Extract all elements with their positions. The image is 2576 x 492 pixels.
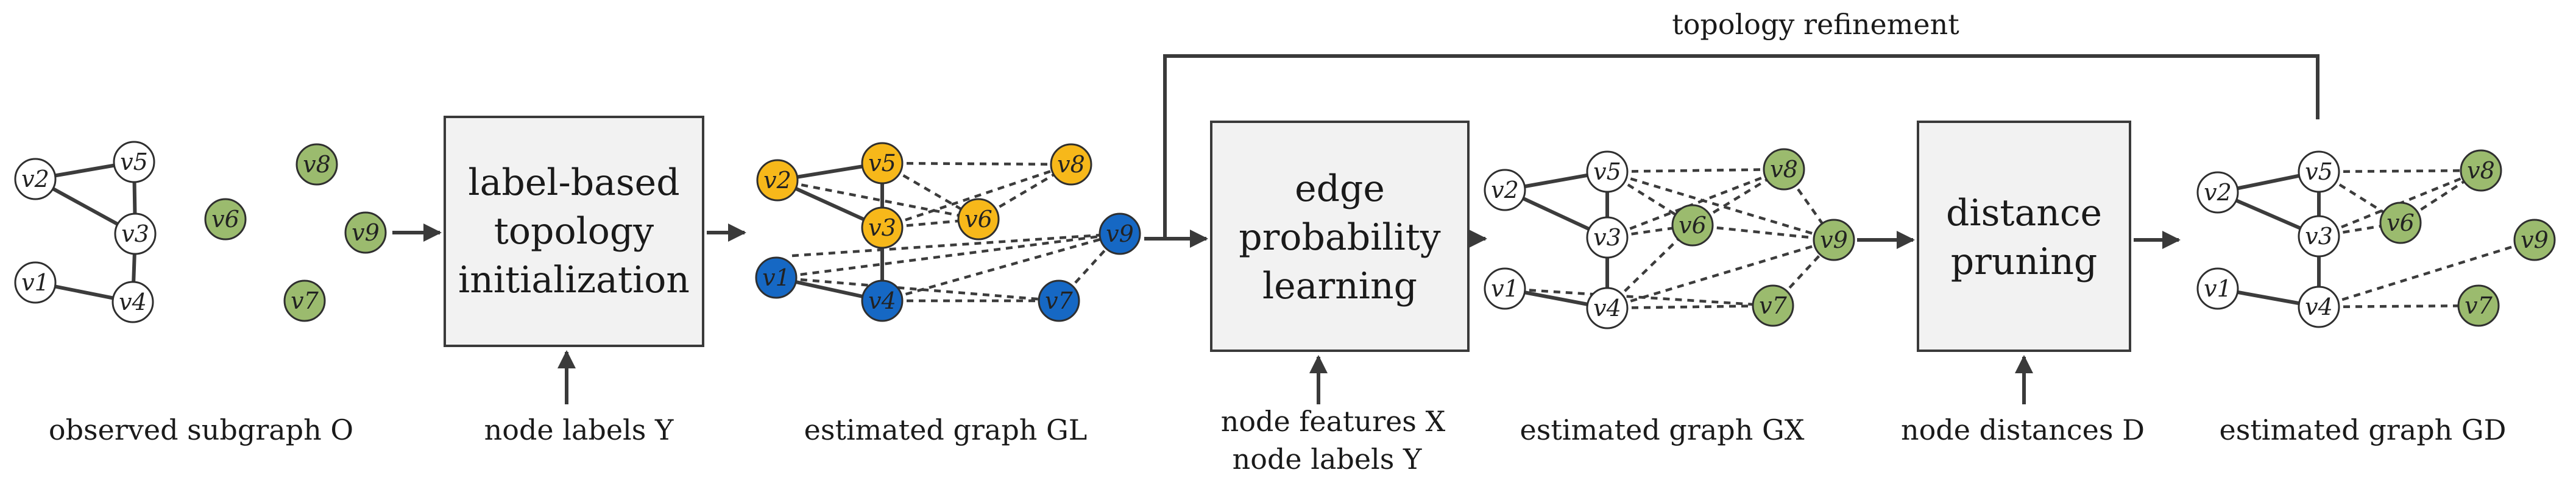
node-v6: v6	[957, 198, 1000, 241]
prune-input-label: node distances D	[1901, 413, 2145, 446]
node-v7: v7	[2457, 284, 2500, 327]
node-v4: v4	[1586, 287, 1629, 329]
svg-text:v8: v8	[1770, 156, 1798, 183]
node-v9: v9	[344, 211, 387, 254]
node-v6: v6	[2379, 202, 2422, 244]
node-v3: v3	[1586, 216, 1629, 259]
svg-text:v7: v7	[2465, 292, 2493, 319]
svg-text:v1: v1	[1491, 275, 1519, 302]
svg-text:v7: v7	[291, 287, 319, 314]
node-v5: v5	[1586, 150, 1629, 193]
node-v4: v4	[861, 279, 904, 322]
node-v5: v5	[861, 142, 904, 184]
node-v8: v8	[1050, 143, 1092, 186]
node-v6: v6	[204, 198, 247, 241]
graph-gx: v2 v5 v3 v1 v4 v6 v8 v9 v7	[1484, 148, 1855, 329]
node-v1: v1	[1484, 267, 1526, 310]
svg-text:topology: topology	[494, 210, 654, 253]
svg-text:v6: v6	[1679, 212, 1707, 239]
node-v6: v6	[1671, 204, 1714, 247]
node-v3: v3	[114, 213, 157, 255]
svg-text:v4: v4	[2305, 293, 2333, 320]
observed-subgraph: v2 v5 v3 v1 v4 v8 v6 v9 v7	[14, 141, 387, 323]
svg-text:distance: distance	[1946, 192, 2102, 234]
svg-text:v4: v4	[1593, 295, 1621, 322]
svg-text:v2: v2	[21, 166, 49, 192]
node-v9: v9	[2513, 219, 2556, 261]
node-v3: v3	[2298, 215, 2340, 258]
node-v3: v3	[861, 206, 904, 249]
gx-caption: estimated graph GX	[1520, 413, 1805, 446]
svg-text:v8: v8	[303, 151, 331, 178]
svg-text:v3: v3	[868, 214, 896, 241]
svg-text:v4: v4	[119, 289, 147, 315]
node-v1: v1	[2196, 267, 2239, 310]
svg-text:v1: v1	[21, 269, 49, 296]
svg-text:v2: v2	[763, 167, 791, 194]
svg-text:probability: probability	[1239, 216, 1440, 259]
svg-text:v6: v6	[964, 206, 993, 233]
node-v2: v2	[14, 158, 57, 200]
graph-gd: v2 v5 v3 v1 v4 v6 v8 v9 v7	[2196, 149, 2556, 328]
svg-text:v3: v3	[121, 220, 149, 247]
gl-caption: estimated graph GL	[804, 413, 1088, 446]
svg-text:v5: v5	[868, 150, 896, 177]
node-v5: v5	[2298, 150, 2340, 193]
svg-text:v5: v5	[1593, 158, 1621, 185]
node-v2: v2	[756, 159, 799, 202]
init-input-label: node labels Y	[484, 413, 674, 446]
init-step-box: label-based topology initialization	[444, 116, 704, 347]
node-v8: v8	[1763, 148, 1805, 191]
svg-text:edge: edge	[1295, 167, 1385, 210]
svg-text:v9: v9	[1106, 220, 1134, 247]
svg-text:v1: v1	[762, 264, 790, 291]
svg-text:v4: v4	[868, 287, 896, 314]
svg-text:v8: v8	[2467, 157, 2495, 184]
observed-caption: observed subgraph O	[49, 413, 353, 446]
svg-text:v1: v1	[2204, 275, 2232, 302]
gd-caption: estimated graph GD	[2219, 413, 2506, 446]
prune-step-box: distance pruning	[1917, 121, 2131, 352]
svg-text:v9: v9	[2521, 227, 2549, 253]
node-v1: v1	[755, 256, 798, 299]
svg-text:label-based: label-based	[468, 161, 679, 204]
edge-input-label-1: node features X	[1221, 405, 1446, 438]
edge-step-box: edge probability learning	[1210, 121, 1470, 352]
node-v7: v7	[1752, 284, 1794, 327]
svg-text:v8: v8	[1057, 151, 1085, 178]
node-v8: v8	[295, 143, 338, 186]
svg-text:v9: v9	[352, 219, 380, 246]
svg-text:v3: v3	[2305, 223, 2333, 250]
svg-text:v7: v7	[1045, 287, 1073, 314]
svg-text:v6: v6	[2387, 209, 2415, 236]
node-v8: v8	[2460, 149, 2502, 192]
node-v5: v5	[113, 141, 155, 183]
node-v1: v1	[14, 261, 57, 304]
topology-refinement-loop	[1163, 54, 2319, 239]
node-v2: v2	[1484, 169, 1526, 211]
node-v9: v9	[1813, 219, 1855, 261]
node-v4: v4	[111, 281, 154, 323]
node-v9: v9	[1099, 213, 1141, 255]
svg-text:v7: v7	[1759, 292, 1787, 319]
svg-text:initialization: initialization	[458, 259, 690, 301]
node-v7: v7	[283, 279, 326, 322]
node-v7: v7	[1038, 279, 1080, 322]
svg-text:pruning: pruning	[1951, 241, 2098, 283]
graph-gl: v2 v5 v3 v6 v8 v1 v4 v7 v9	[755, 142, 1141, 322]
svg-text:learning: learning	[1262, 265, 1417, 308]
svg-text:v2: v2	[1491, 177, 1519, 203]
svg-text:v5: v5	[120, 149, 148, 175]
svg-text:v3: v3	[1593, 224, 1621, 251]
svg-text:v5: v5	[2305, 158, 2333, 185]
topology-refinement-label: topology refinement	[1672, 8, 1959, 41]
node-v4: v4	[2298, 286, 2340, 328]
svg-text:v6: v6	[211, 206, 239, 233]
svg-text:v9: v9	[1820, 227, 1848, 253]
edge-input-label-2: node labels Y	[1233, 443, 1422, 476]
svg-text:v2: v2	[2204, 179, 2232, 206]
node-v2: v2	[2196, 171, 2239, 214]
